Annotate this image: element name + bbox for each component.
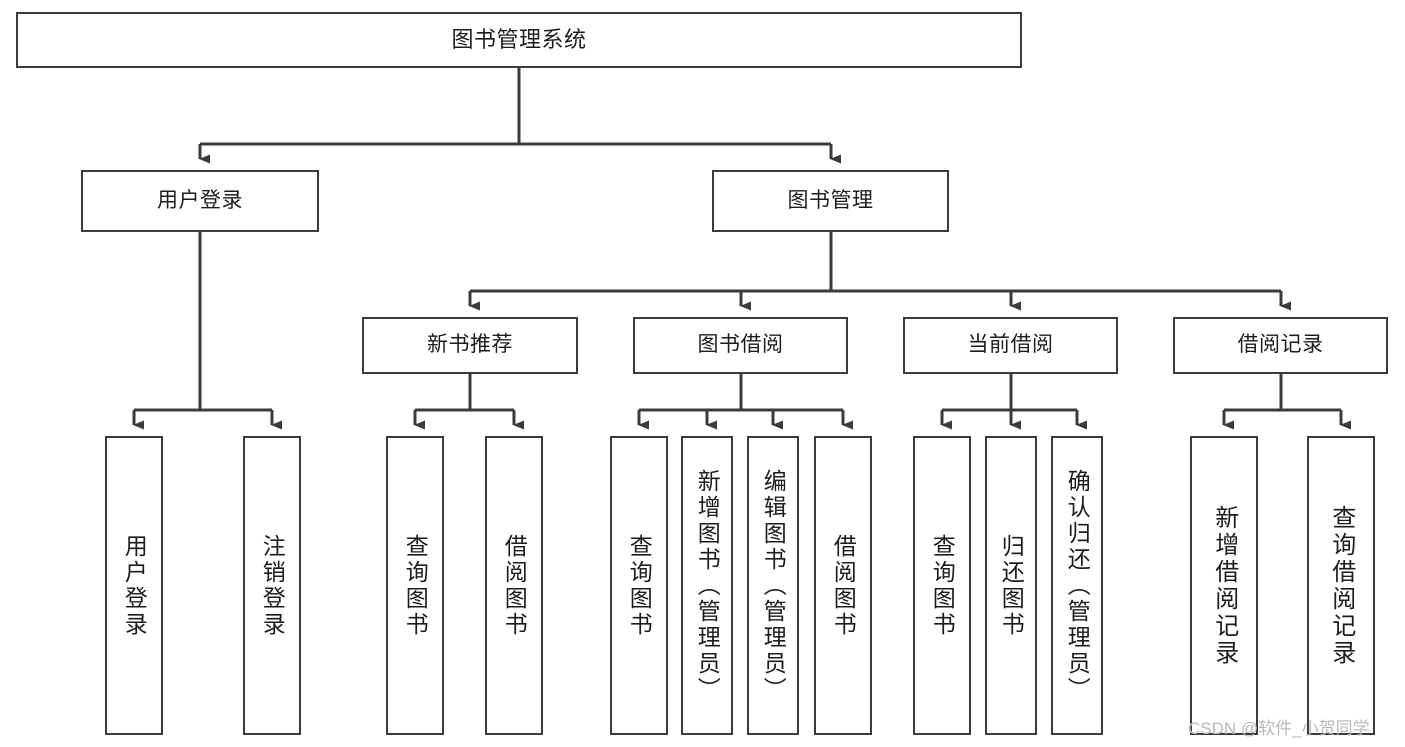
leaf-confirm-return-admin[interactable]: 确认归还（管理员） [1051,436,1103,735]
csdn-watermark: CSDN @软件_小贺同学 [1188,719,1370,738]
node-book-management[interactable]: 图书管理 [712,170,949,232]
node-label: 确认归还（管理员） [1064,468,1091,703]
node-label: 查询借阅记录 [1327,504,1355,667]
leaf-query-book-borrowing[interactable]: 查询图书 [610,436,668,735]
leaf-add-borrowing-record[interactable]: 新增借阅记录 [1190,436,1258,735]
node-label: 新书推荐 [427,333,513,357]
node-label: 借阅图书 [830,533,857,638]
node-label: 图书借阅 [697,333,784,357]
node-label: 当前借阅 [967,333,1054,357]
node-label: 注销登录 [259,533,286,638]
node-label: 查询图书 [402,533,429,638]
leaf-logout[interactable]: 注销登录 [243,436,301,735]
node-label: 查询图书 [626,533,653,638]
node-book-borrowing[interactable]: 图书借阅 [633,317,848,374]
node-borrowing-records[interactable]: 借阅记录 [1173,317,1388,374]
node-root-system[interactable]: 图书管理系统 [16,12,1022,68]
node-label: 用户登录 [121,533,148,638]
node-label: 借阅记录 [1237,333,1324,357]
node-label: 查询图书 [929,533,956,638]
node-label: 借阅图书 [501,533,528,638]
node-label: 图书管理 [787,188,874,212]
leaf-borrow-book-borrowing[interactable]: 借阅图书 [814,436,872,735]
leaf-user-login[interactable]: 用户登录 [105,436,163,735]
leaf-edit-book-admin[interactable]: 编辑图书（管理员） [747,436,799,735]
leaf-query-book-recommendation[interactable]: 查询图书 [386,436,444,735]
node-label: 新增借阅记录 [1210,504,1238,667]
node-label: 图书管理系统 [451,26,587,52]
node-label: 用户登录 [157,188,243,212]
node-user-login[interactable]: 用户登录 [81,170,319,232]
leaf-query-borrowing-record[interactable]: 查询借阅记录 [1307,436,1375,735]
node-label: 编辑图书（管理员） [760,468,787,703]
node-label: 归还图书 [998,533,1025,638]
node-current-borrowing[interactable]: 当前借阅 [903,317,1118,374]
leaf-borrow-book-recommendation[interactable]: 借阅图书 [485,436,543,735]
leaf-return-book[interactable]: 归还图书 [985,436,1037,735]
node-label: 新增图书（管理员） [694,468,721,703]
leaf-add-book-admin[interactable]: 新增图书（管理员） [681,436,733,735]
leaf-query-book-current[interactable]: 查询图书 [913,436,971,735]
node-new-book-recommendation[interactable]: 新书推荐 [362,317,578,374]
